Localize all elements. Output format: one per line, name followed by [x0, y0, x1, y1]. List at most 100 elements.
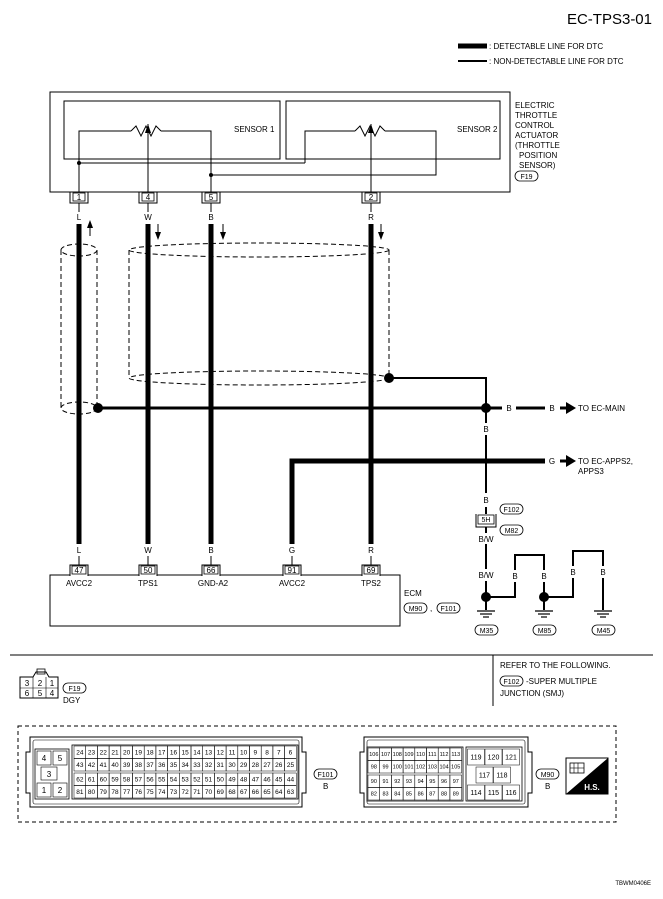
ground-wire-color: B [512, 572, 517, 581]
actuator-outline [49, 91, 511, 193]
pin-box [72, 192, 86, 202]
f101-pin: 12 [217, 750, 225, 757]
pin-box [140, 565, 156, 575]
legend-non-detectable: : NON-DETECTABLE LINE FOR DTC [489, 57, 624, 66]
connector-badge [62, 682, 87, 694]
f101-pin: 13 [205, 750, 213, 757]
f101-pin: 76 [135, 789, 143, 796]
f101-pin: 79 [100, 789, 108, 796]
m90-pin: 90 [371, 779, 377, 785]
m90-pin: 103 [428, 765, 437, 771]
arrow-head [155, 232, 161, 240]
f101-pin: 25 [287, 762, 295, 769]
f101-pin: 15 [182, 750, 190, 757]
wire-label-bg [596, 566, 610, 578]
ground-wire-color: B [600, 568, 605, 577]
joint-pin: 5H [482, 517, 491, 524]
m90-pin: 86 [418, 792, 424, 798]
vertical-wire-color: B [483, 425, 488, 434]
m90-pin: 93 [406, 779, 412, 785]
m90-pin: 115 [488, 790, 499, 797]
wire-label-bg [545, 401, 559, 415]
m90-pin: 111 [428, 752, 436, 758]
f101-pin: 39 [123, 762, 131, 769]
f101-pin: 45 [275, 777, 283, 784]
pin-cell [467, 784, 485, 801]
m90-pin: 101 [404, 765, 413, 771]
f101-connector: F101 [318, 772, 334, 779]
f101-color: B [323, 782, 328, 791]
f101-pin: 62 [76, 777, 84, 784]
shield-bottom [128, 370, 390, 386]
wire-label-bg [545, 454, 559, 468]
f19-outline [19, 671, 59, 699]
connector-badge [436, 602, 461, 614]
sensor2-wiper-arrow [368, 124, 374, 133]
actuator-name-line: SENSOR) [519, 161, 556, 170]
f101-pin: 59 [111, 777, 119, 784]
f101-pin: 16 [170, 750, 178, 757]
pin-box [204, 192, 218, 202]
pin-box [71, 565, 87, 575]
ec-main-wire: B [506, 404, 511, 413]
f101-pin: 22 [100, 750, 108, 757]
pin-box [203, 565, 219, 575]
connector-badge [535, 768, 560, 780]
m90-pin: 104 [439, 765, 448, 771]
ground-wire-color: B [570, 568, 575, 577]
f101-pin: 63 [287, 789, 295, 796]
ground-link [544, 550, 604, 610]
reference-line3: JUNCTION (SMJ) [500, 689, 564, 698]
f101-pin: 47 [252, 777, 260, 784]
ecm-label: ECM [404, 589, 422, 598]
arrow-right-icon [566, 455, 576, 467]
f101-pin: 65 [263, 789, 271, 796]
actuator-name-line: THROTTLE [515, 111, 557, 120]
f101-pin: 46 [263, 777, 271, 784]
wire-color: G [289, 546, 295, 555]
ecm-pin-name: AVCC2 [279, 579, 306, 588]
actuator-name-line: (THROTTLE [515, 141, 560, 150]
f101-pin: 58 [123, 777, 131, 784]
sensor1-label: SENSOR 1 [234, 125, 275, 134]
f101-pin: 77 [123, 789, 131, 796]
m90-pin: 96 [441, 779, 447, 785]
m90-pin: 100 [393, 765, 402, 771]
f101-pin: 21 [111, 750, 119, 757]
f101-pin: 61 [88, 777, 96, 784]
f101-pin-block [71, 744, 299, 800]
m90-pin: 117 [479, 773, 490, 780]
joint-connector-2: M82 [505, 528, 519, 535]
pin-box [364, 192, 378, 202]
f101-pin: 23 [88, 750, 96, 757]
m90-pin: 97 [453, 779, 459, 785]
ecm: 47 50 66 91 69 AVCC2 TPS1 GND-A2 AVCC2 T… [49, 564, 461, 627]
m90-outline [359, 736, 533, 808]
f19-connector-face: 3 2 1 6 5 4 F19 DGY [19, 668, 87, 705]
m90-connector: M90 [541, 772, 555, 779]
pin-cell [52, 750, 68, 766]
m90-right-block [465, 746, 523, 802]
to-ec-main: TO EC-MAIN [578, 404, 625, 413]
m90-pin: 82 [371, 792, 377, 798]
f101-pin: 81 [76, 789, 84, 796]
pin-cell [449, 787, 462, 801]
f101-pin: 52 [193, 777, 201, 784]
ground-symbol-icon [594, 610, 612, 618]
connector-icon [569, 762, 585, 774]
m90-pin: 95 [429, 779, 435, 785]
f101-pin: 38 [135, 762, 143, 769]
shield-right [128, 242, 390, 386]
m90-pin: 107 [381, 752, 390, 758]
m90-pin-block [366, 746, 464, 802]
m90-pin: 116 [505, 790, 516, 797]
ecm-pin-name: AVCC2 [66, 579, 93, 588]
f101-pin: 74 [158, 789, 166, 796]
f101-pin: 51 [205, 777, 213, 784]
m90-pin: 113 [451, 752, 460, 758]
ground-symbol-icon [477, 610, 495, 618]
f19-pin: 5 [38, 689, 43, 698]
ground-symbol-icon [535, 610, 553, 618]
